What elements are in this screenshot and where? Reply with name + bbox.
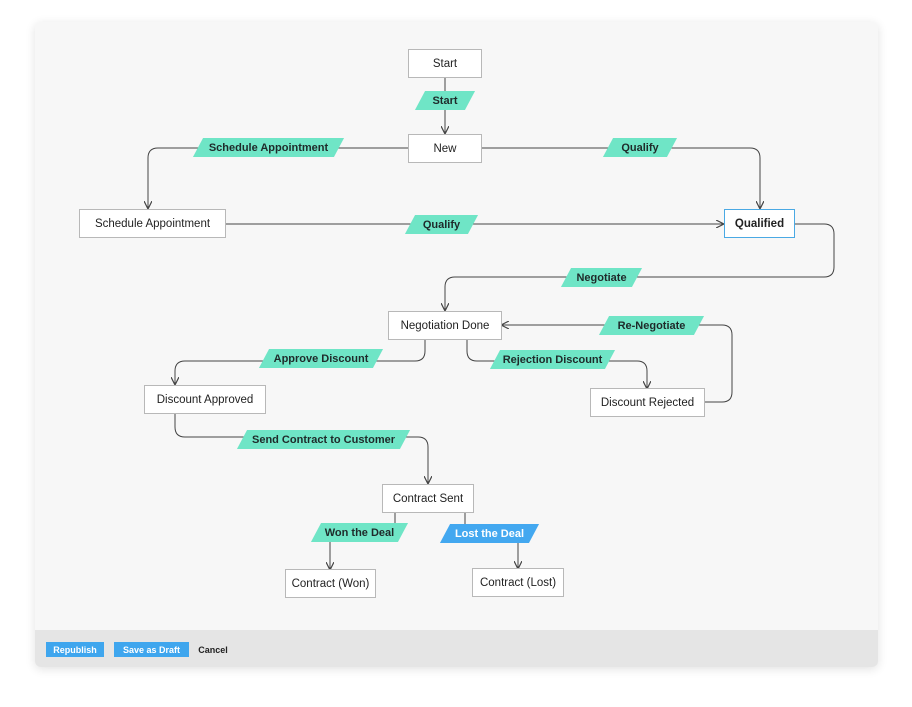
state-discount-rejected[interactable]: Discount Rejected	[590, 388, 705, 417]
state-contract-lost[interactable]: Contract (Lost)	[472, 568, 564, 597]
transition-qualify-from-new-label: Qualify	[621, 141, 659, 154]
state-contract-won[interactable]: Contract (Won)	[285, 569, 376, 598]
transition-negotiate[interactable]: Negotiate	[560, 268, 643, 287]
save-as-draft-button[interactable]: Save as Draft	[114, 642, 189, 657]
cancel-button[interactable]: Cancel	[198, 644, 228, 655]
editor-footer: Republish Save as Draft Cancel	[35, 630, 878, 667]
transition-rejection-discount-label: Rejection Discount	[502, 353, 603, 366]
transition-send-contract-label: Send Contract to Customer	[251, 433, 395, 446]
transition-lost-the-deal-label: Lost the Deal	[454, 527, 525, 540]
transition-approve-discount-label: Approve Discount	[273, 352, 369, 365]
state-negotiation-done[interactable]: Negotiation Done	[388, 311, 502, 340]
state-contract-sent[interactable]: Contract Sent	[382, 484, 474, 513]
transition-qualify-from-schedule-label: Qualify	[422, 218, 461, 231]
republish-button[interactable]: Republish	[46, 642, 104, 657]
transition-re-negotiate-label: Re-Negotiate	[617, 319, 686, 332]
state-start[interactable]: Start	[408, 49, 482, 78]
state-qualified[interactable]: Qualified	[724, 209, 795, 238]
transition-send-contract[interactable]: Send Contract to Customer	[236, 430, 411, 449]
state-discount-approved[interactable]: Discount Approved	[144, 385, 266, 414]
transition-qualify-from-new[interactable]: Qualify	[602, 138, 678, 157]
transition-negotiate-label: Negotiate	[576, 271, 627, 284]
transition-schedule-appointment[interactable]: Schedule Appointment	[192, 138, 345, 157]
blueprint-canvas: Start New Schedule Appointment Qualified…	[35, 22, 878, 630]
transition-start[interactable]: Start	[414, 91, 476, 110]
transition-re-negotiate[interactable]: Re-Negotiate	[598, 316, 705, 335]
transition-lost-the-deal[interactable]: Lost the Deal	[439, 524, 540, 543]
transition-qualify-from-schedule[interactable]: Qualify	[404, 215, 479, 234]
transition-won-the-deal-label: Won the Deal	[324, 526, 395, 539]
state-new[interactable]: New	[408, 134, 482, 163]
transition-schedule-appointment-label: Schedule Appointment	[208, 141, 329, 154]
transition-approve-discount[interactable]: Approve Discount	[258, 349, 384, 368]
transition-rejection-discount[interactable]: Rejection Discount	[489, 350, 616, 369]
transition-won-the-deal[interactable]: Won the Deal	[310, 523, 409, 542]
transition-start-label: Start	[432, 94, 458, 107]
state-schedule-appointment[interactable]: Schedule Appointment	[79, 209, 226, 238]
blueprint-editor: Start New Schedule Appointment Qualified…	[35, 22, 878, 667]
